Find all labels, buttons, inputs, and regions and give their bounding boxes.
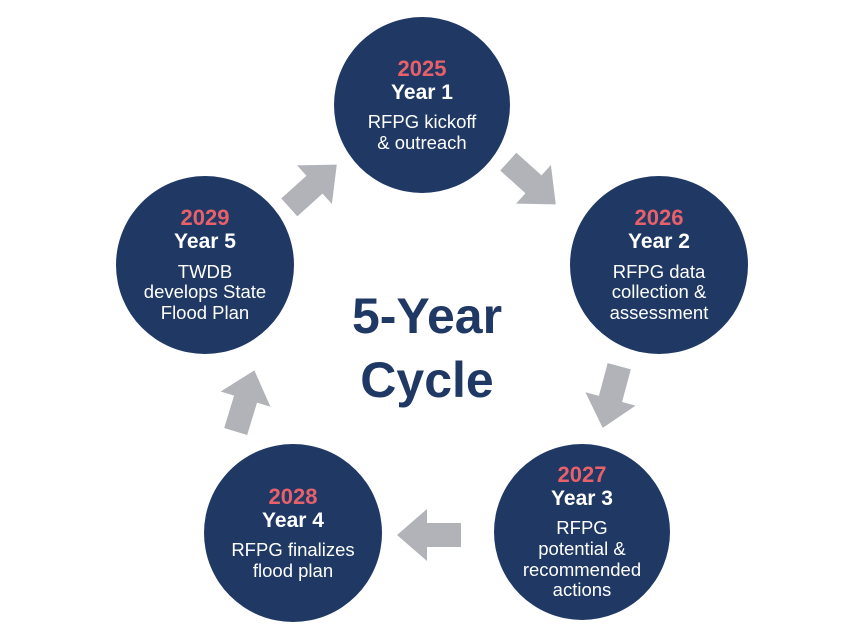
arrow-year5-to-year1-icon xyxy=(272,145,354,226)
step-description-year-2: RFPG data collection & assessment xyxy=(609,260,709,323)
cycle-step-year-5: 2029 Year 5 TWDB develops State Flood Pl… xyxy=(116,176,294,354)
step-description-year-5: TWDB develops State Flood Plan xyxy=(143,260,267,323)
cycle-step-year-2: 2026 Year 2 RFPG data collection & asses… xyxy=(570,176,748,354)
diagram-title: 5-Year Cycle xyxy=(317,284,537,412)
arrow-year3-to-year4-icon xyxy=(397,509,461,561)
step-label-year-1: Year 1 xyxy=(391,80,453,104)
diagram-title-line1: 5-Year xyxy=(351,288,503,344)
arrow-year1-to-year2-icon xyxy=(491,142,573,223)
step-year-2029: 2029 xyxy=(180,205,230,231)
cycle-step-year-4: 2028 Year 4 RFPG finalizes flood plan xyxy=(204,444,382,622)
diagram-title-line2: Cycle xyxy=(360,352,494,408)
step-label-year-4: Year 4 xyxy=(262,508,324,532)
step-year-2025: 2025 xyxy=(397,55,447,81)
step-year-2027: 2027 xyxy=(557,461,607,487)
cycle-step-year-3: 2027 Year 3 RFPG potential & recommended… xyxy=(494,444,670,620)
arrow-year4-to-year5-icon xyxy=(211,363,279,439)
step-label-year-2: Year 2 xyxy=(628,230,690,254)
step-description-year-1: RFPG kickoff & outreach xyxy=(367,110,477,153)
step-description-year-3: RFPG potential & recommended actions xyxy=(522,517,642,601)
arrow-year2-to-year3-icon xyxy=(578,359,645,434)
cycle-step-year-1: 2025 Year 1 RFPG kickoff & outreach xyxy=(334,17,510,193)
step-year-2028: 2028 xyxy=(268,483,318,509)
step-label-year-5: Year 5 xyxy=(174,230,236,254)
step-year-2026: 2026 xyxy=(634,205,684,231)
step-description-year-4: RFPG finalizes flood plan xyxy=(231,538,355,581)
step-label-year-3: Year 3 xyxy=(551,487,613,511)
